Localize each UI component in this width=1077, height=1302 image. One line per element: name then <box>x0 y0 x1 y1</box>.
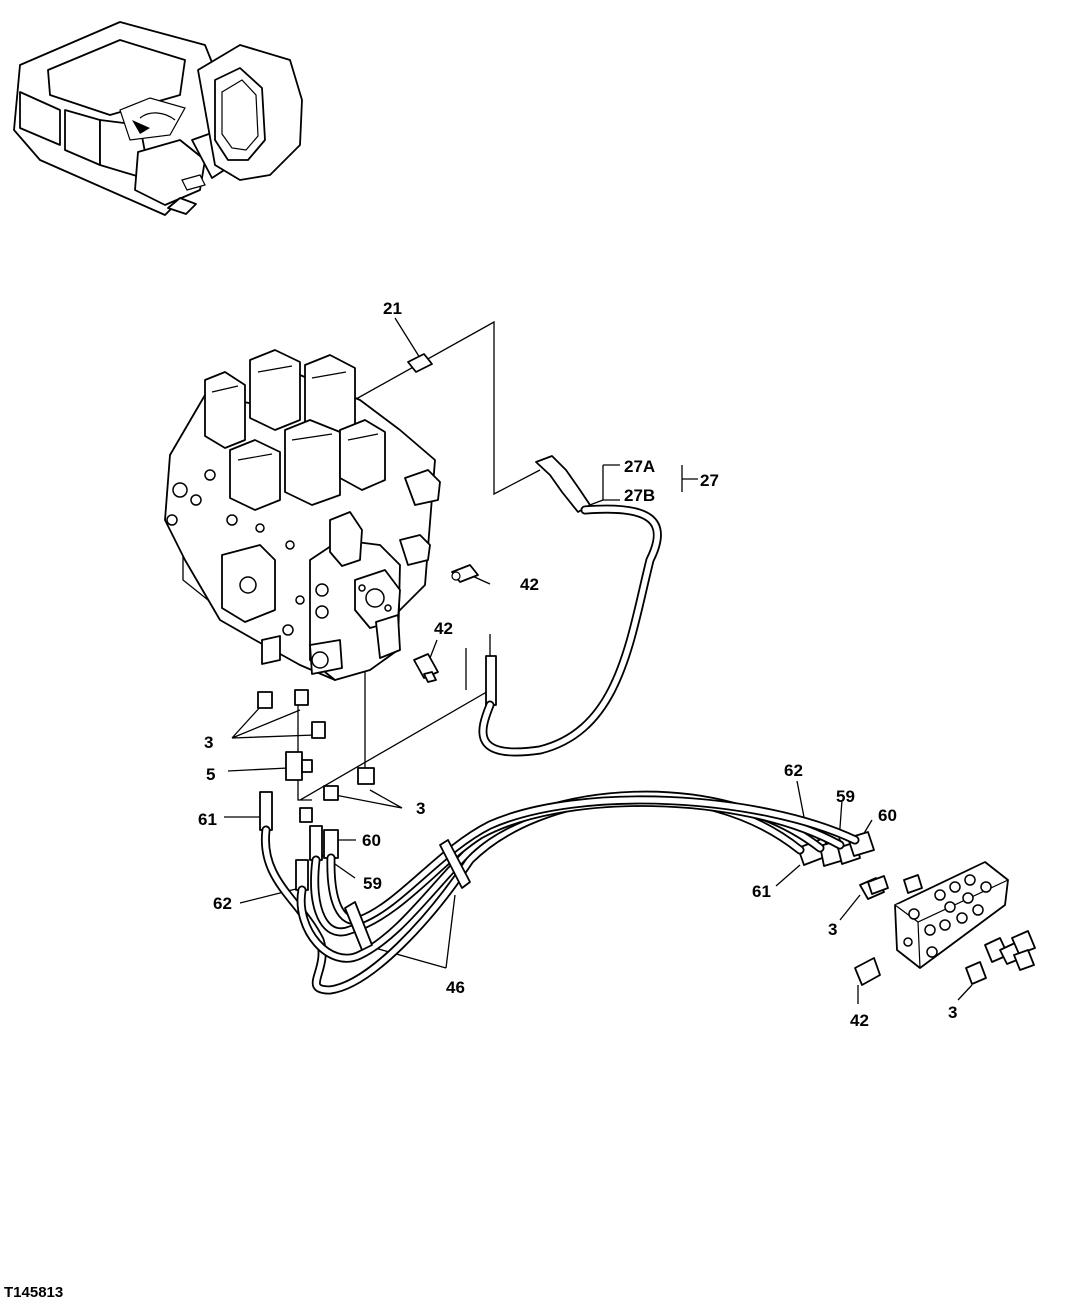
callout-42-middle: 42 <box>434 619 453 638</box>
callout-46: 46 <box>446 978 465 997</box>
callout-3-manifold-lower: 3 <box>948 1003 957 1022</box>
callout-42-upper: 42 <box>520 575 539 594</box>
callout-61-left: 61 <box>198 810 217 829</box>
callout-59-left: 59 <box>363 874 382 893</box>
callout-42-lower: 42 <box>850 1011 869 1030</box>
callout-27: 27 <box>700 471 719 490</box>
callout-3-manifold-upper: 3 <box>828 920 837 939</box>
callout-3-center: 3 <box>416 799 425 818</box>
hoses <box>260 504 860 995</box>
callout-3-left: 3 <box>204 733 213 752</box>
figure-id: T145813 <box>4 1284 63 1301</box>
machine-locator-illustration <box>13 21 303 216</box>
callout-60-left: 60 <box>362 831 381 850</box>
callout-27a: 27A <box>624 457 655 476</box>
callout-5: 5 <box>206 765 215 784</box>
callout-60-right: 60 <box>878 806 897 825</box>
callout-61-right: 61 <box>752 882 771 901</box>
callout-21: 21 <box>383 299 402 318</box>
callout-27b: 27B <box>624 486 655 505</box>
manifold-block <box>854 861 1036 986</box>
callout-labels: 21 27A 27B 27 42 42 42 3 3 3 3 5 61 61 6… <box>4 299 957 1301</box>
callout-62-left: 62 <box>213 894 232 913</box>
control-valve-assembly <box>164 349 441 681</box>
callout-62-right: 62 <box>784 761 803 780</box>
callout-59-right: 59 <box>836 787 855 806</box>
